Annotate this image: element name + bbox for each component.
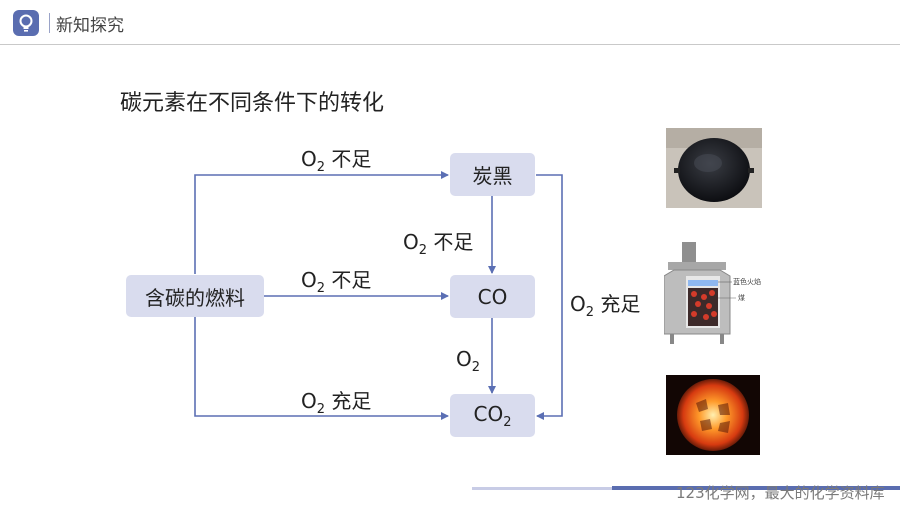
arrow-fuel-to-soot [194,171,449,274]
node-soot: 炭黑 [450,153,535,196]
node-carbon-fuel-label: 含碳的燃料 [145,285,245,310]
label-co-co2-o2: O2 [456,347,481,375]
stove-coal-label: 煤 [738,293,745,302]
node-co: CO [450,275,535,318]
label-top-o2-insufficient: O2 不足 [301,147,372,175]
node-carbon-fuel: 含碳的燃料 [126,275,264,317]
arrow-soot-to-co2 [536,174,563,420]
node-soot-label: 炭黑 [472,164,513,188]
header-bar: 新知探究 [0,0,900,44]
header-divider [0,44,900,45]
section-title: 新知探究 [56,16,124,36]
diagram-title: 碳元素在不同条件下的转化 [120,91,385,116]
node-co2: CO2 [450,394,535,437]
node-co2-label: CO2 [473,401,512,430]
burning-coal-photo [666,375,760,455]
stove-diagram-image: 蓝色火焰 煤 [663,242,774,346]
label-soot-co-o2-insufficient: O2 不足 [403,230,474,258]
lightbulb-icon [13,10,39,36]
label-mid-o2-insufficient: O2 不足 [301,268,372,296]
label-right-o2-sufficient: O2 充足 [570,292,641,320]
label-bottom-o2-sufficient: O2 充足 [301,389,372,417]
arrow-fuel-to-co2 [194,317,449,420]
stove-flame-label: 蓝色火焰 [733,277,761,286]
node-co-label: CO [477,284,508,309]
header-separator [49,13,50,33]
soot-pot-photo [666,128,762,208]
footer-bar-light [472,487,612,490]
footer-bar-dark [612,486,900,490]
footer-watermark: 123化学网，最大的化学资料库 [676,484,885,502]
